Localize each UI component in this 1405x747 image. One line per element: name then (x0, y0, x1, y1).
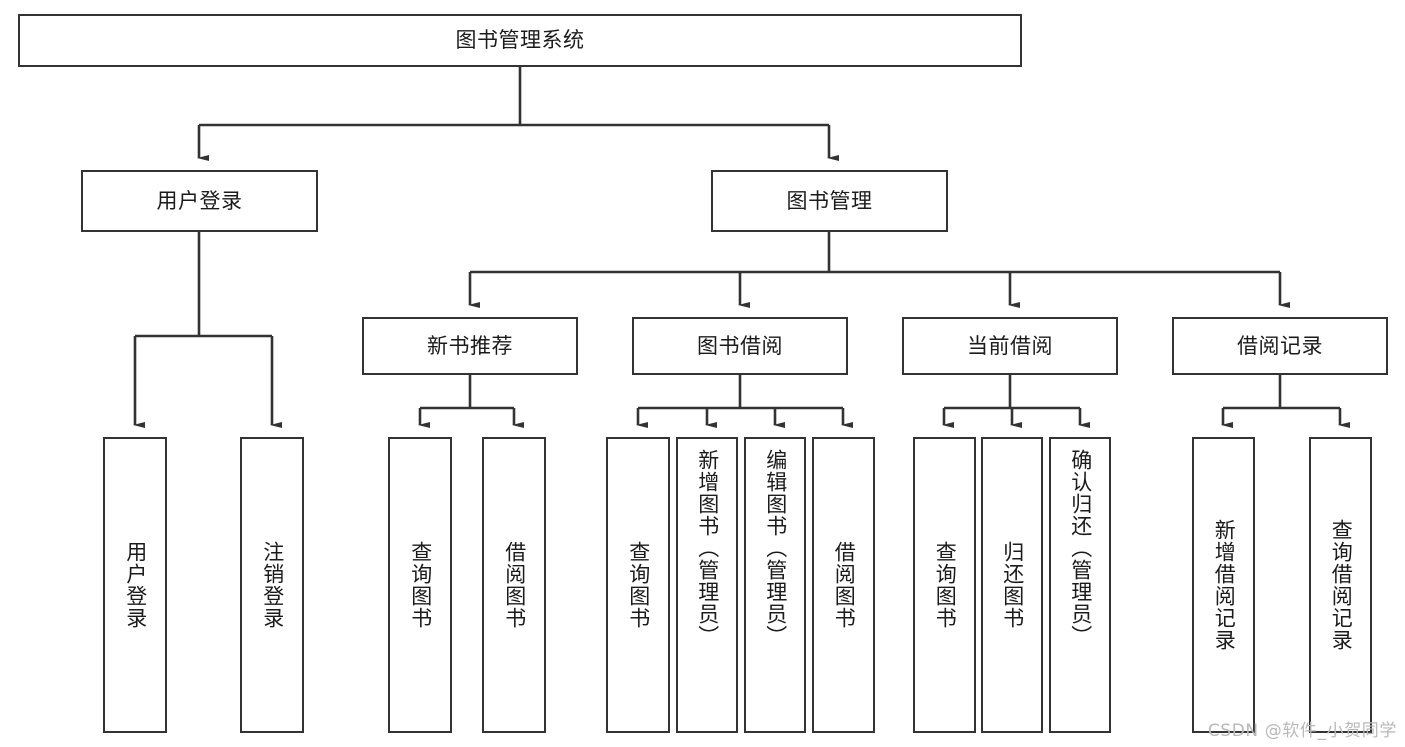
node-label: 图书借阅 (697, 333, 783, 358)
node-leaf-current-query-book[interactable]: 查询图书 (913, 437, 976, 733)
node-label: 借阅图书 (832, 541, 857, 629)
node-label: 新增图书（管理员） (695, 449, 720, 647)
node-label: 查询图书 (626, 541, 651, 629)
node-label: 查询图书 (408, 541, 433, 629)
node-leaf-record-add[interactable]: 新增借阅记录 (1192, 437, 1255, 733)
node-leaf-user-login[interactable]: 用户登录 (103, 437, 167, 733)
node-label: 新书推荐 (427, 333, 513, 358)
node-label: 新增借阅记录 (1212, 519, 1237, 651)
node-leaf-user-logout[interactable]: 注销登录 (240, 437, 304, 733)
node-label: 用户登录 (123, 541, 148, 629)
node-new-book-recommend[interactable]: 新书推荐 (362, 317, 578, 375)
csdn-watermark: CSDN @软件_小贺同学 (1207, 721, 1397, 741)
node-leaf-borrow-borrow-book[interactable]: 借阅图书 (812, 437, 875, 733)
node-current-borrow[interactable]: 当前借阅 (902, 317, 1118, 375)
node-label: 借阅记录 (1237, 333, 1323, 358)
node-leaf-recommend-query-book[interactable]: 查询图书 (388, 437, 452, 733)
node-leaf-record-query[interactable]: 查询借阅记录 (1309, 437, 1372, 733)
node-label: 借阅图书 (502, 541, 527, 629)
node-label: 注销登录 (260, 541, 285, 629)
node-leaf-recommend-borrow-book[interactable]: 借阅图书 (482, 437, 546, 733)
node-book-borrow[interactable]: 图书借阅 (632, 317, 848, 375)
node-label: 查询借阅记录 (1329, 519, 1354, 651)
node-label: 编辑图书（管理员） (763, 449, 788, 647)
node-label: 归还图书 (1000, 541, 1025, 629)
node-leaf-borrow-edit-book[interactable]: 编辑图书（管理员） (744, 437, 806, 733)
node-label: 当前借阅 (967, 333, 1053, 358)
node-label: 确认归还（管理员） (1068, 449, 1093, 647)
node-borrow-record[interactable]: 借阅记录 (1172, 317, 1388, 375)
node-label: 用户登录 (156, 188, 243, 213)
node-book-management[interactable]: 图书管理 (711, 170, 948, 232)
node-leaf-current-confirm-return[interactable]: 确认归还（管理员） (1049, 437, 1111, 733)
node-label: 图书管理系统 (455, 28, 585, 53)
node-label: 查询图书 (933, 541, 958, 629)
node-root-system[interactable]: 图书管理系统 (18, 14, 1022, 67)
node-leaf-borrow-query-book[interactable]: 查询图书 (606, 437, 670, 733)
node-user-login[interactable]: 用户登录 (81, 170, 318, 232)
node-leaf-current-return-book[interactable]: 归还图书 (981, 437, 1043, 733)
node-leaf-borrow-add-book[interactable]: 新增图书（管理员） (676, 437, 738, 733)
node-label: 图书管理 (786, 188, 873, 213)
